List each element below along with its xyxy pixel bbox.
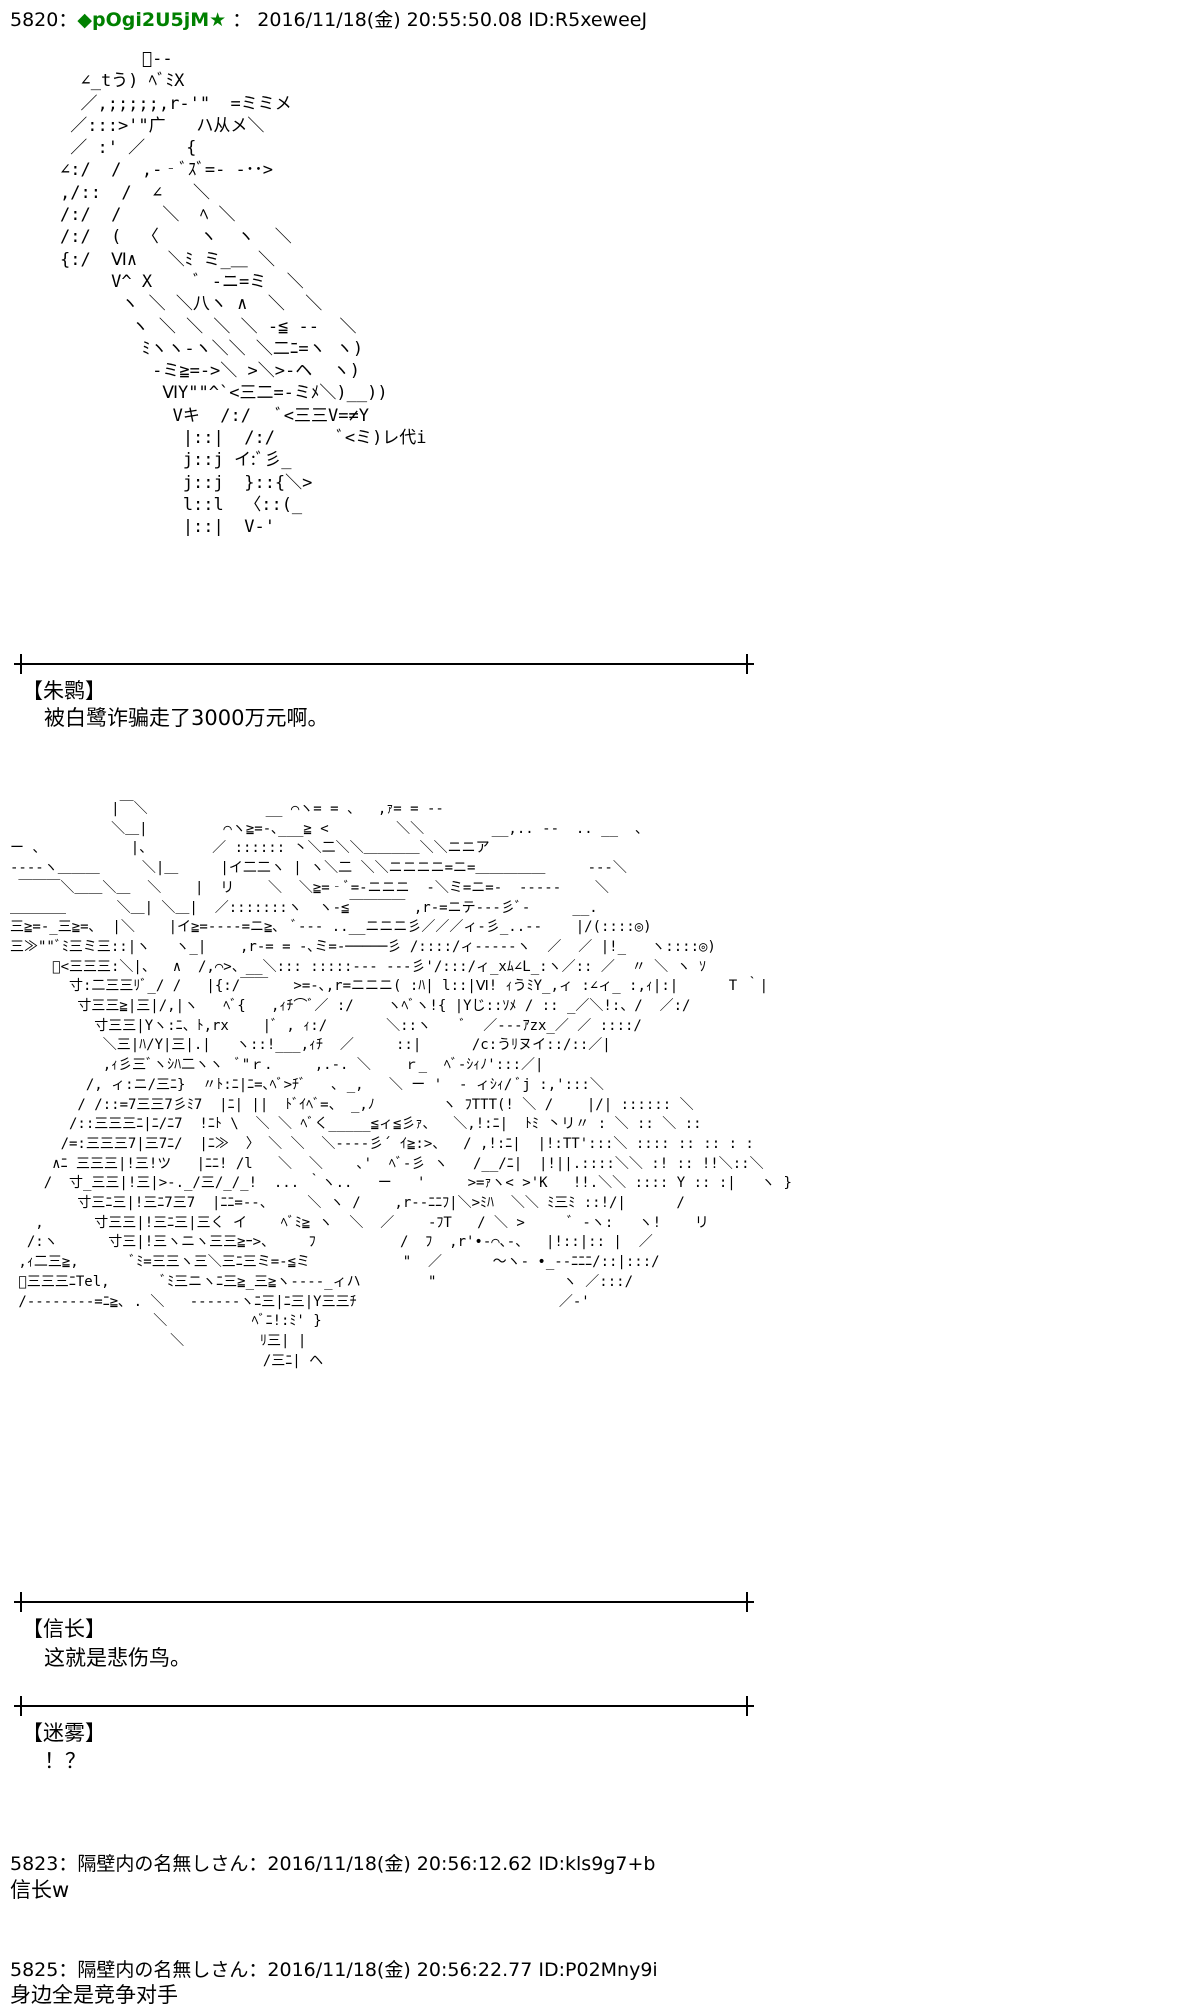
- post-separator: ：: [248, 1959, 268, 1981]
- post-number[interactable]: 5820: [10, 9, 59, 31]
- post-datetime: 2016/11/18(金) 20:56:22.77: [267, 1959, 533, 1981]
- scene-divider: [14, 654, 754, 674]
- ascii-art-sad-bird: |￣＼ __ ⌒ヽ= = 、 ,ｧ= = ‐- ＼＿| ⌒ヽ≧=‐､___≧ <…: [10, 801, 792, 1369]
- speech-line: 这就是悲伤鸟。: [44, 1646, 191, 1670]
- ascii-art-ibis: ﾞ-- ∠_tう) ﾍﾞﾐX ／,;;;;;,r‐'" =ミミメ ／:::>'"…: [60, 49, 427, 538]
- post-separator: ：: [58, 9, 78, 31]
- scene-divider: [14, 1592, 754, 1612]
- poster-name: 隔壁内の名無しさん: [77, 1959, 249, 1981]
- post-body: 身边全是竞争对手: [10, 1983, 178, 2007]
- speech-line: 被白鹭诈骗走了3000万元啊。: [44, 706, 329, 730]
- post-separator: ：: [58, 1959, 78, 1981]
- post-id[interactable]: ID:R5xeweeJ: [528, 9, 648, 31]
- post-separator: ：: [58, 1853, 78, 1875]
- post-separator: ：: [248, 1853, 268, 1875]
- post-id[interactable]: ID:kls9g7+b: [538, 1853, 656, 1875]
- post-datetime: 2016/11/18(金) 20:55:50.08: [257, 9, 523, 31]
- post-number[interactable]: 5825: [10, 1959, 59, 1981]
- poster-name: 隔壁内の名無しさん: [77, 1853, 249, 1875]
- post-header-5825: 5825：隔壁内の名無しさん：2016/11/18(金) 20:56:22.77…: [10, 1958, 658, 1982]
- post-separator: ：: [226, 9, 252, 31]
- speaker-label: 【迷雾】: [22, 1721, 106, 1745]
- speaker-label: 【朱鹮】: [22, 679, 106, 703]
- post-body: 信长w: [10, 1878, 70, 1902]
- scene-divider: [14, 1696, 754, 1716]
- post-header-5820: 5820：◆pOgi2U5jM★ ： 2016/11/18(金) 20:55:5…: [10, 8, 647, 32]
- post-header-5823: 5823：隔壁内の名無しさん：2016/11/18(金) 20:56:12.62…: [10, 1852, 655, 1876]
- speech-line: ！？: [44, 1749, 86, 1773]
- post-id[interactable]: ID:P02Mny9i: [538, 1959, 658, 1981]
- post-number[interactable]: 5823: [10, 1853, 59, 1875]
- poster-name: ◆pOgi2U5jM★: [77, 9, 227, 31]
- post-datetime: 2016/11/18(金) 20:56:12.62: [267, 1853, 533, 1875]
- speaker-label: 【信长】: [22, 1617, 106, 1641]
